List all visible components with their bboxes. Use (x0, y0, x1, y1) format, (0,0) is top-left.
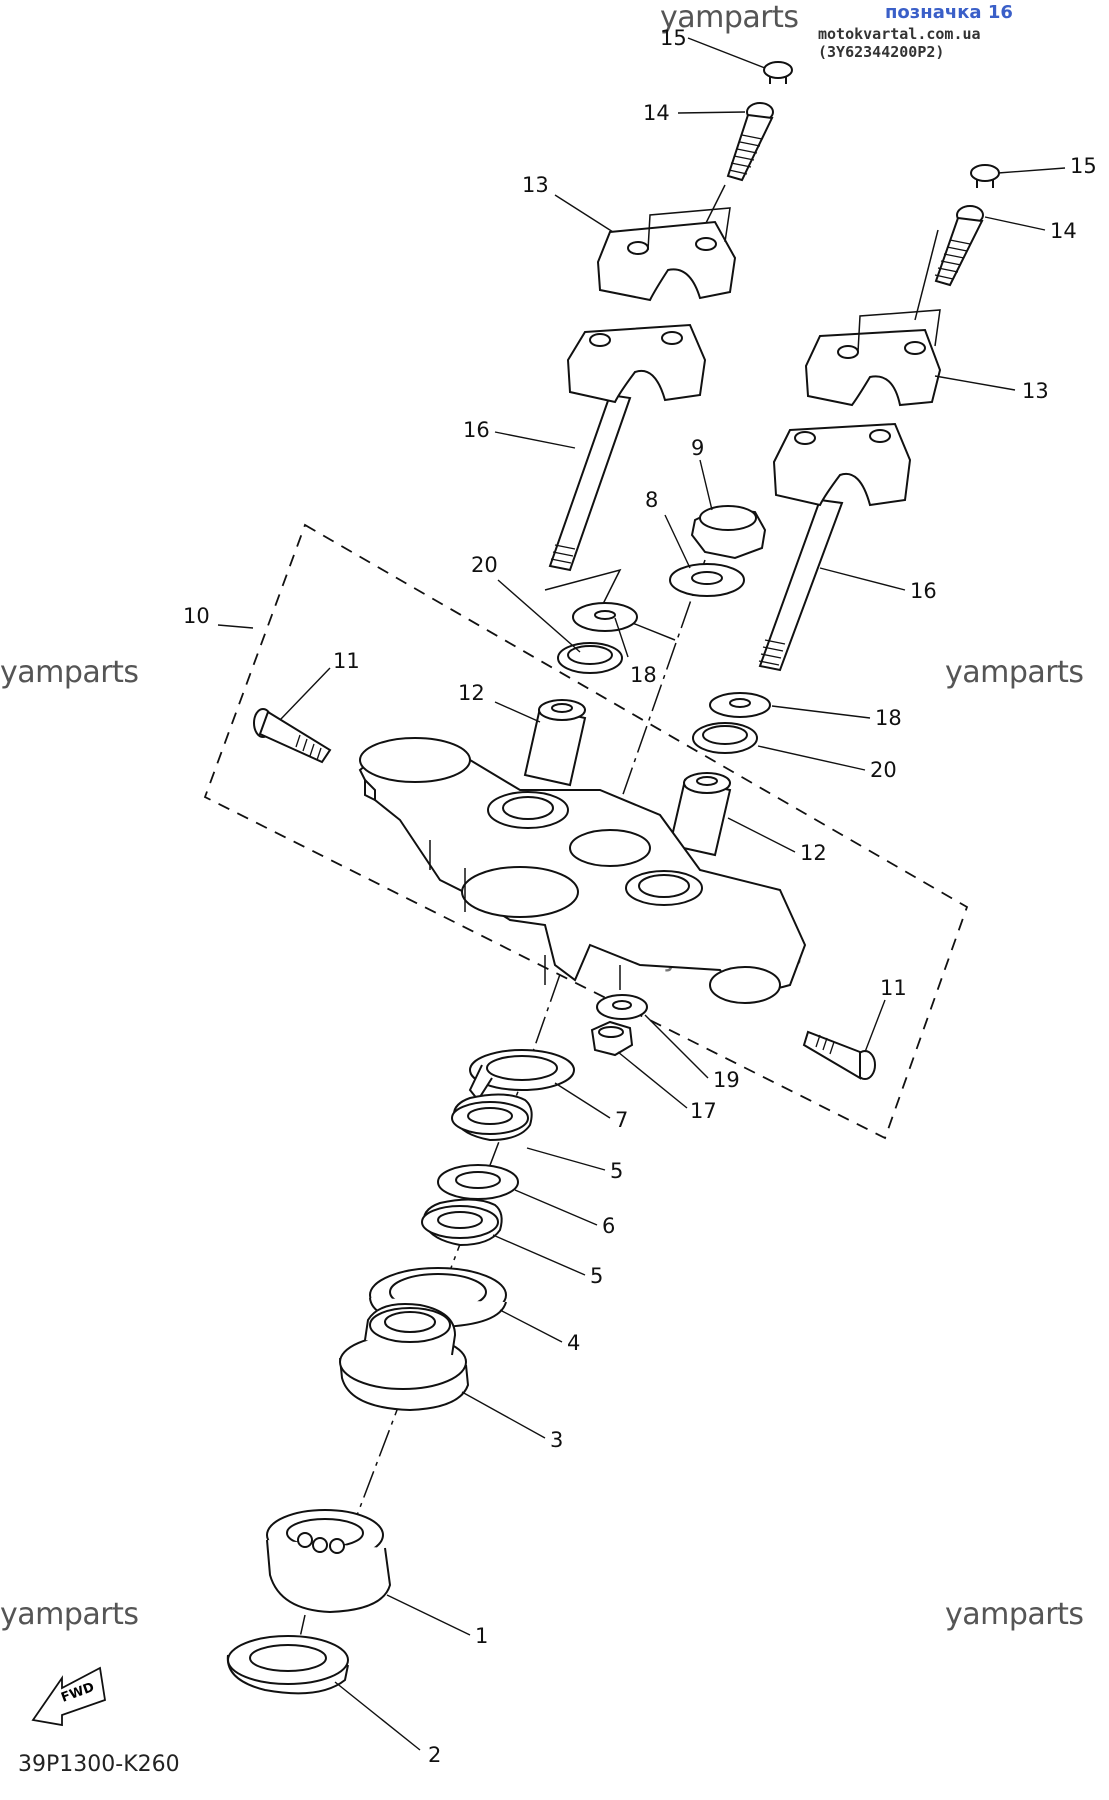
callout: 1 (475, 1624, 488, 1648)
callout: 20 (471, 553, 498, 577)
callout: 5 (610, 1159, 623, 1183)
holder-16-top (548, 323, 707, 572)
callout: 18 (630, 663, 657, 687)
callout: 13 (522, 173, 549, 197)
bushing-12-left (523, 699, 587, 787)
bolt-14-right (934, 205, 984, 287)
header-source: motokvartal.com.ua (3Y62344200P2) (818, 25, 981, 61)
watermark-bottom-right: yamparts (945, 1597, 1084, 1632)
washer-8 (669, 563, 745, 597)
watermark-bottom-left: yamparts (0, 1597, 139, 1632)
bolt-14-top (726, 102, 774, 182)
callout: 12 (800, 841, 827, 865)
axis-line (914, 229, 939, 321)
callout: 20 (870, 758, 897, 782)
lower-bracket (358, 737, 807, 1004)
assembly-outline (203, 523, 969, 1140)
bearing-1 (266, 1509, 392, 1614)
bushing-12-right (668, 772, 732, 857)
callout: 9 (691, 436, 704, 460)
callout: 10 (183, 604, 210, 628)
watermark-right: yamparts (945, 655, 1084, 690)
callout: 13 (1022, 379, 1049, 403)
callout: 16 (463, 418, 490, 442)
ring-nut-5-lower (421, 1198, 503, 1247)
lock-washer-7 (468, 1049, 575, 1102)
callout: 2 (428, 1743, 441, 1767)
clamp-13-top (596, 207, 737, 302)
callout: 17 (690, 1099, 717, 1123)
watermark-top: yamparts (660, 0, 799, 35)
axis-line (544, 568, 676, 641)
callout: 11 (333, 649, 360, 673)
washer-6 (437, 1164, 519, 1200)
callout: 14 (643, 101, 670, 125)
bearing-20-left (557, 642, 623, 674)
cap-15-top (763, 61, 793, 84)
leader-lines (217, 37, 1066, 1751)
holder-16-right (758, 422, 912, 672)
callout: 4 (567, 1331, 580, 1355)
clamp-13-right (804, 309, 942, 407)
fwd-arrow-icon (31, 1666, 107, 1727)
callout: 14 (1050, 219, 1077, 243)
washer-18-left (572, 602, 638, 632)
diagram-code: 39P1300-K260 (18, 1752, 180, 1777)
bolt-11-right (802, 1030, 876, 1080)
nut-17 (590, 1020, 634, 1057)
bearing-3 (339, 1303, 470, 1412)
washer-18-right (709, 692, 771, 718)
washer-19 (596, 994, 648, 1020)
callout: 18 (875, 706, 902, 730)
callout: 16 (910, 579, 937, 603)
callout: 6 (602, 1214, 615, 1238)
callout: 8 (645, 488, 658, 512)
callout: 5 (590, 1264, 603, 1288)
callout: 7 (615, 1108, 628, 1132)
callout: 15 (1070, 154, 1097, 178)
callout: 15 (660, 26, 687, 50)
ring-nut-5-upper (451, 1093, 533, 1142)
seal-2 (226, 1635, 349, 1695)
callout: 11 (880, 976, 907, 1000)
callout: 19 (713, 1068, 740, 1092)
callout-numbers: 15 14 13 15 14 13 16 16 9 8 20 18 10 11 … (183, 26, 1097, 1767)
bolt-11-left (253, 708, 332, 764)
bearing-20-right (692, 722, 758, 754)
callout: 12 (458, 681, 485, 705)
nut-9 (690, 505, 767, 560)
header-label: позначка 16 (885, 2, 1013, 23)
watermark-left: yamparts (0, 655, 139, 690)
callout: 3 (550, 1428, 563, 1452)
cap-15-right (970, 164, 1000, 188)
